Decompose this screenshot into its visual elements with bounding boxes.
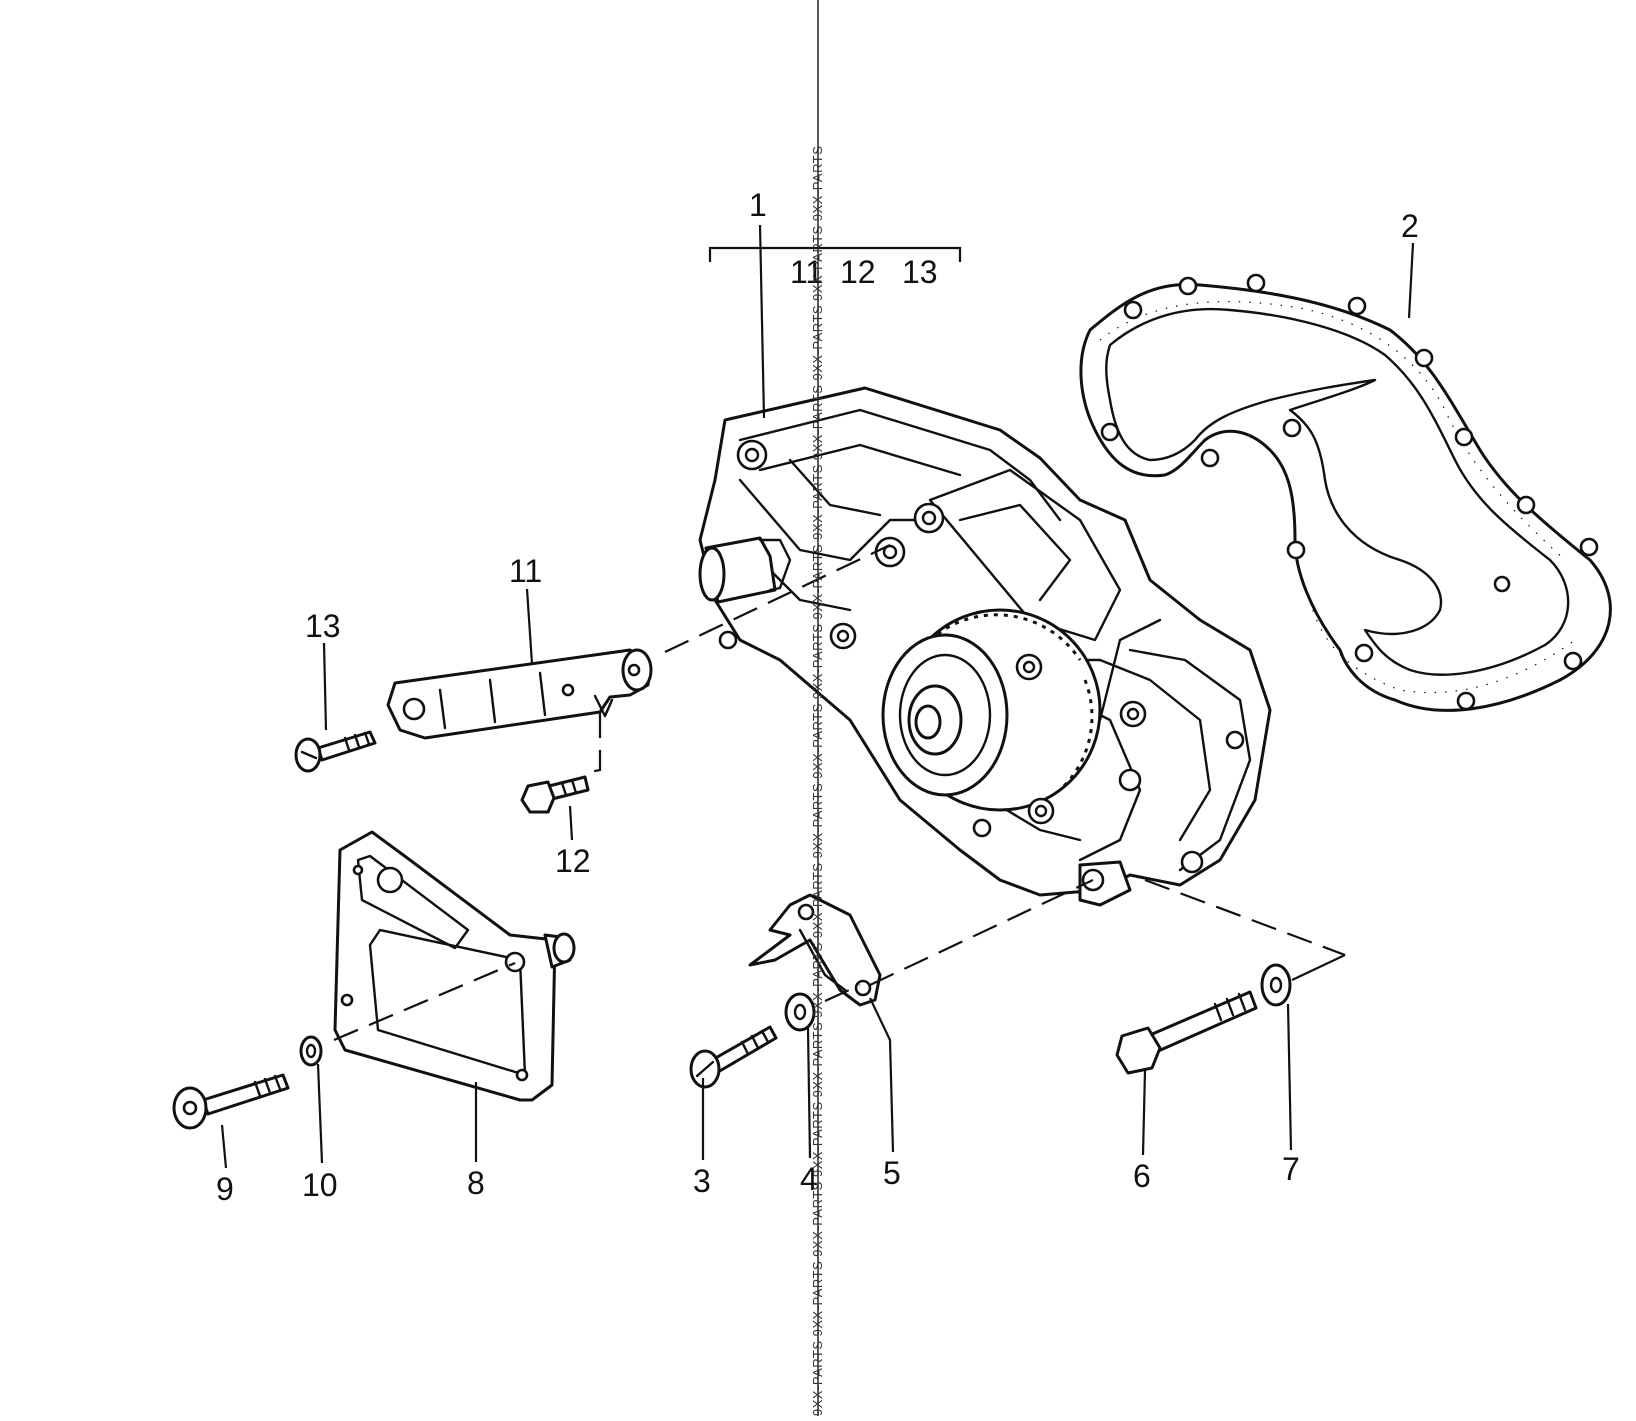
leader-lines	[220, 224, 1415, 1169]
assembly-line-pump-to-washer	[1144, 878, 1346, 957]
assembly-line-bolt-to-bracket	[589, 712, 602, 774]
screw-part-9	[172, 1073, 290, 1130]
callout-labels: 1 11 12 13 2 3 4 5 6 7 8 9 10 11 12 13	[216, 187, 1419, 1207]
callout-label-7: 7	[1282, 1151, 1300, 1187]
leader-line-13	[322, 642, 328, 731]
callout-label-13: 13	[305, 608, 341, 644]
callout-label-10: 10	[302, 1167, 338, 1203]
gasket-part-2	[1079, 273, 1612, 712]
leader-line-5	[869, 997, 895, 1153]
bracket-part-11	[386, 648, 653, 740]
callout-label-1: 1	[749, 187, 767, 223]
assembly-line-washer-corner	[1291, 954, 1346, 981]
washer-part-7	[1260, 963, 1292, 1007]
leader-line-2	[1407, 242, 1415, 319]
kit-bracket-1	[708, 246, 962, 262]
plate-part-8	[333, 830, 576, 1102]
callout-label-3: 3	[693, 1163, 711, 1199]
screw-part-3	[689, 1025, 778, 1089]
leader-line-4	[806, 1027, 812, 1159]
screw-part-13	[294, 730, 377, 773]
assembly-line-screw-to-plate	[333, 961, 516, 1042]
callout-label-8: 8	[467, 1165, 485, 1201]
washer-part-4	[784, 992, 816, 1032]
callout-label-12: 12	[555, 843, 591, 879]
leader-line-9	[220, 1124, 228, 1169]
callout-label-4: 4	[800, 1161, 818, 1197]
bracket-part-5	[748, 893, 882, 1007]
watermark: 9XX-PARTS 9XX-PARTS 9XX-PARTS 9XX-PARTS …	[810, 0, 825, 1416]
leader-line-7	[1286, 1003, 1293, 1151]
leader-line-10	[316, 1063, 324, 1164]
bolt-part-12	[520, 775, 590, 814]
callout-label-2: 2	[1401, 208, 1419, 244]
assembly-lines	[333, 544, 1346, 1042]
kit-label-12: 12	[840, 254, 876, 290]
leader-line-11	[525, 588, 534, 665]
bolt-part-6	[1115, 990, 1258, 1075]
leader-line-6	[1141, 1069, 1147, 1156]
kit-label-13: 13	[902, 254, 938, 290]
leader-line-1	[758, 224, 766, 419]
assembly-line-bracket-to-pump	[664, 544, 891, 653]
callout-label-5: 5	[883, 1155, 901, 1191]
leader-line-12	[568, 805, 574, 841]
callout-label-6: 6	[1133, 1158, 1151, 1194]
callout-label-9: 9	[216, 1171, 234, 1207]
watermark-text: 9XX-PARTS 9XX-PARTS 9XX-PARTS 9XX-PARTS …	[810, 146, 825, 1416]
callout-label-11: 11	[509, 553, 542, 589]
assembly-line-bracket-to-pump-lug	[869, 879, 1094, 986]
washer-part-10	[299, 1035, 323, 1067]
assembly-line-washer-to-bracket	[824, 983, 861, 1003]
water-pump-part-1	[698, 386, 1272, 907]
